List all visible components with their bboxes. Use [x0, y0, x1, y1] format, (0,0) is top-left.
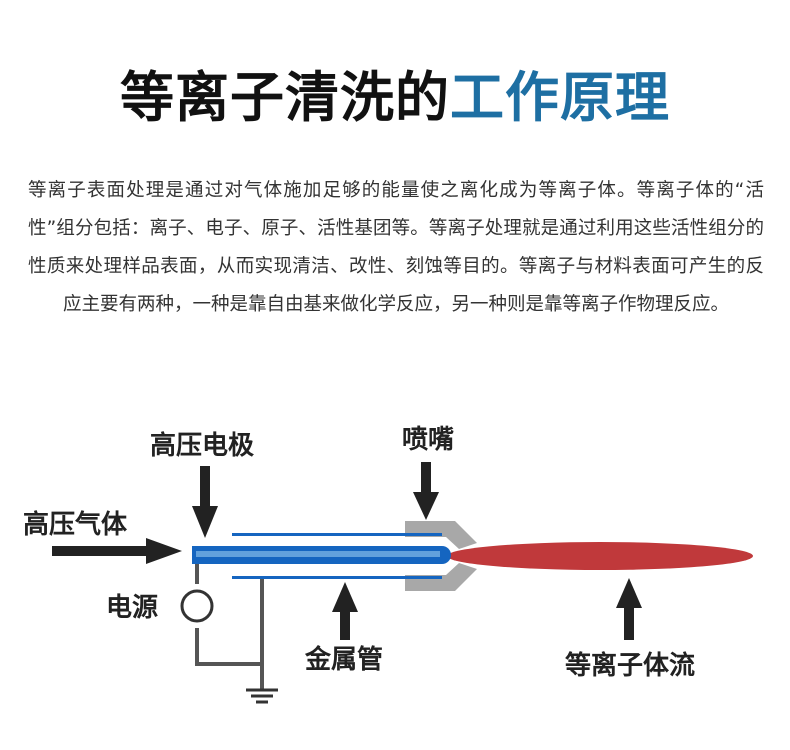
metal-tube-top-wall — [232, 533, 442, 536]
electrode-label: 高压电极 — [150, 430, 255, 461]
plasma-flow-arrow-icon — [616, 578, 642, 640]
title-part-2-highlight: 工作原理 — [450, 66, 670, 129]
gas-arrow-icon — [52, 538, 182, 564]
plasma-plume — [447, 542, 753, 570]
nozzle-label: 喷嘴 — [402, 425, 454, 455]
electrode-tip — [433, 546, 451, 564]
metal-tube-arrow-icon — [332, 582, 358, 640]
power-source-label: 电源 — [106, 593, 158, 623]
circuit-wire-left-lower — [195, 628, 262, 666]
metal-tube-bottom-wall — [232, 576, 442, 579]
page-title: 等离子清洗的工作原理 — [0, 62, 790, 134]
description-paragraph: 等离子表面处理是通过对气体施加足够的能量使之离化成为等离子体。等离子体的“活性”… — [28, 180, 764, 315]
ground-icon — [246, 688, 278, 704]
plasma-flow-label: 等离子体流 — [565, 650, 695, 681]
gas-label: 高压气体 — [23, 509, 128, 540]
title-part-1: 等离子清洗的 — [120, 66, 450, 129]
nozzle-arrow-icon — [413, 462, 439, 520]
power-source-icon — [180, 589, 214, 623]
electrode-arrow-icon — [192, 466, 218, 538]
electrode-highlight — [196, 551, 440, 557]
metal-tube-label: 金属管 — [304, 644, 383, 675]
